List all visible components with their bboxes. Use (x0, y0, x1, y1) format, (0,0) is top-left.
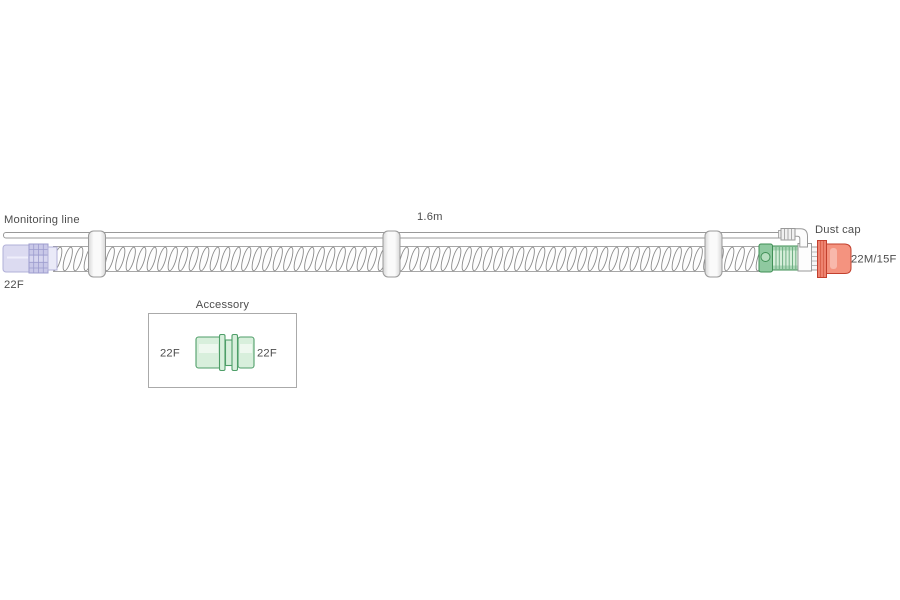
elbow-fitting (794, 228, 808, 248)
left-connector-grip-grid (29, 244, 48, 273)
corrugated-tube (52, 245, 762, 273)
dust-cap (817, 240, 852, 278)
left-connector-cuff (47, 246, 58, 271)
tube-clip-right (704, 230, 723, 278)
accessory-right-size-label: 22F (257, 348, 277, 360)
left-connector-size-label: 22F (4, 279, 24, 291)
accessory-adapter-22f-22f (195, 333, 255, 372)
monitoring-line-luer (778, 228, 808, 248)
tube-clip-middle (382, 230, 401, 278)
dust-cap-flange (817, 240, 827, 278)
dust-cap-label: Dust cap (815, 224, 861, 236)
adapter-right-flange (231, 333, 239, 372)
green-connector-port (760, 252, 771, 262)
right-connector-size-label: 22M/15F (851, 254, 897, 266)
adapter-right-highlight (240, 344, 252, 353)
dust-cap-flange-ribs (820, 241, 824, 277)
tube-length-label: 1.6m (417, 211, 443, 223)
green-connector-ribs (773, 246, 798, 270)
luer-nut-ribs (784, 229, 792, 240)
accessory-section: Accessory 22F 22F (148, 299, 297, 388)
monitoring-line-label: Monitoring line (4, 214, 80, 226)
connector-threaded-neck (811, 246, 818, 271)
dust-cap-body (826, 243, 852, 274)
right-connector-green (758, 243, 818, 273)
accessory-title: Accessory (196, 299, 250, 311)
corrugated-tube-body (52, 246, 762, 272)
tube-clip-left (88, 230, 106, 278)
connector-white-cylinder (797, 243, 812, 272)
dust-cap-highlight (830, 248, 837, 269)
accessory-left-size-label: 22F (160, 348, 180, 360)
adapter-left-highlight (199, 344, 218, 353)
left-connector-22f (2, 243, 58, 274)
tube-clips (88, 230, 723, 278)
adapter-left-flange (218, 333, 226, 372)
